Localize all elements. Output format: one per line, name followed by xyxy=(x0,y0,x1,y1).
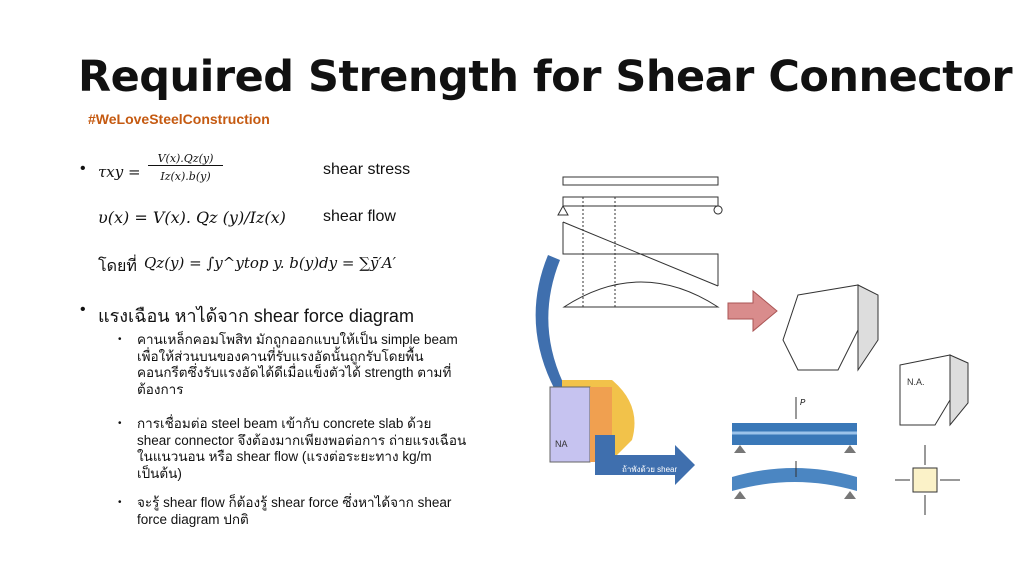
shear-stress-label: shear stress xyxy=(323,161,411,178)
na-3d-label: N.A. xyxy=(907,377,925,387)
section-figure: NA xyxy=(549,380,635,463)
3d-block-figure: N.A. xyxy=(782,284,969,427)
shear-diagram-figure: N.A. NA ถ้าพังด้วย shear P xyxy=(535,176,969,515)
sub-bullet-dot: • xyxy=(118,334,122,345)
sub-bullet-dot: • xyxy=(118,497,122,508)
sfd-bmd-diagram xyxy=(557,176,723,309)
sub-bullet-2: การเชื่อมต่อ steel beam เข้ากับ concrete… xyxy=(137,416,467,481)
q-formula: Qz(y) = ∫y^ytop y. b(y)dy = ∑ȳ′A′ xyxy=(144,254,397,272)
na-label: NA xyxy=(555,439,568,449)
stress-element-figure xyxy=(895,445,960,515)
shear-flow-label: shear flow xyxy=(323,208,396,225)
sub-bullet-1: คานเหล็กคอมโพสิท มักถูกออกแบบให้เป็น sim… xyxy=(137,332,458,397)
shear-flow-formula: υ(x) = V(x). Qz (y)/Iz(x) xyxy=(98,208,286,227)
slide-title: Required Strength for Shear Connector xyxy=(78,52,1013,102)
pink-arrow-icon xyxy=(727,289,778,333)
tau-numerator: V(x).Qz(y) xyxy=(148,152,223,166)
bullet-dot: • xyxy=(80,301,86,318)
sub-bullet-3: จะรู้ shear flow ก็ต้องรู้ shear force ซ… xyxy=(137,495,452,527)
tau-denominator: Iz(x).b(y) xyxy=(160,170,211,183)
bullet-dot: • xyxy=(80,160,86,177)
blue-l-arrow-icon: ถ้าพังด้วย shear xyxy=(595,435,695,485)
curved-arrow-icon xyxy=(535,255,587,426)
hashtag: #WeLoveSteelConstruction xyxy=(88,111,270,127)
sub-bullet-dot: • xyxy=(118,418,122,429)
bullet-shear-force: แรงเฉือน หาได้จาก shear force diagram xyxy=(98,306,414,326)
beam-figures: P xyxy=(732,397,857,499)
q-prefix: โดยที่ xyxy=(98,258,137,275)
tau-lhs: τxy = xyxy=(98,163,141,181)
arrow-label: ถ้าพังด้วย shear xyxy=(622,465,677,474)
load-label: P xyxy=(800,398,806,407)
